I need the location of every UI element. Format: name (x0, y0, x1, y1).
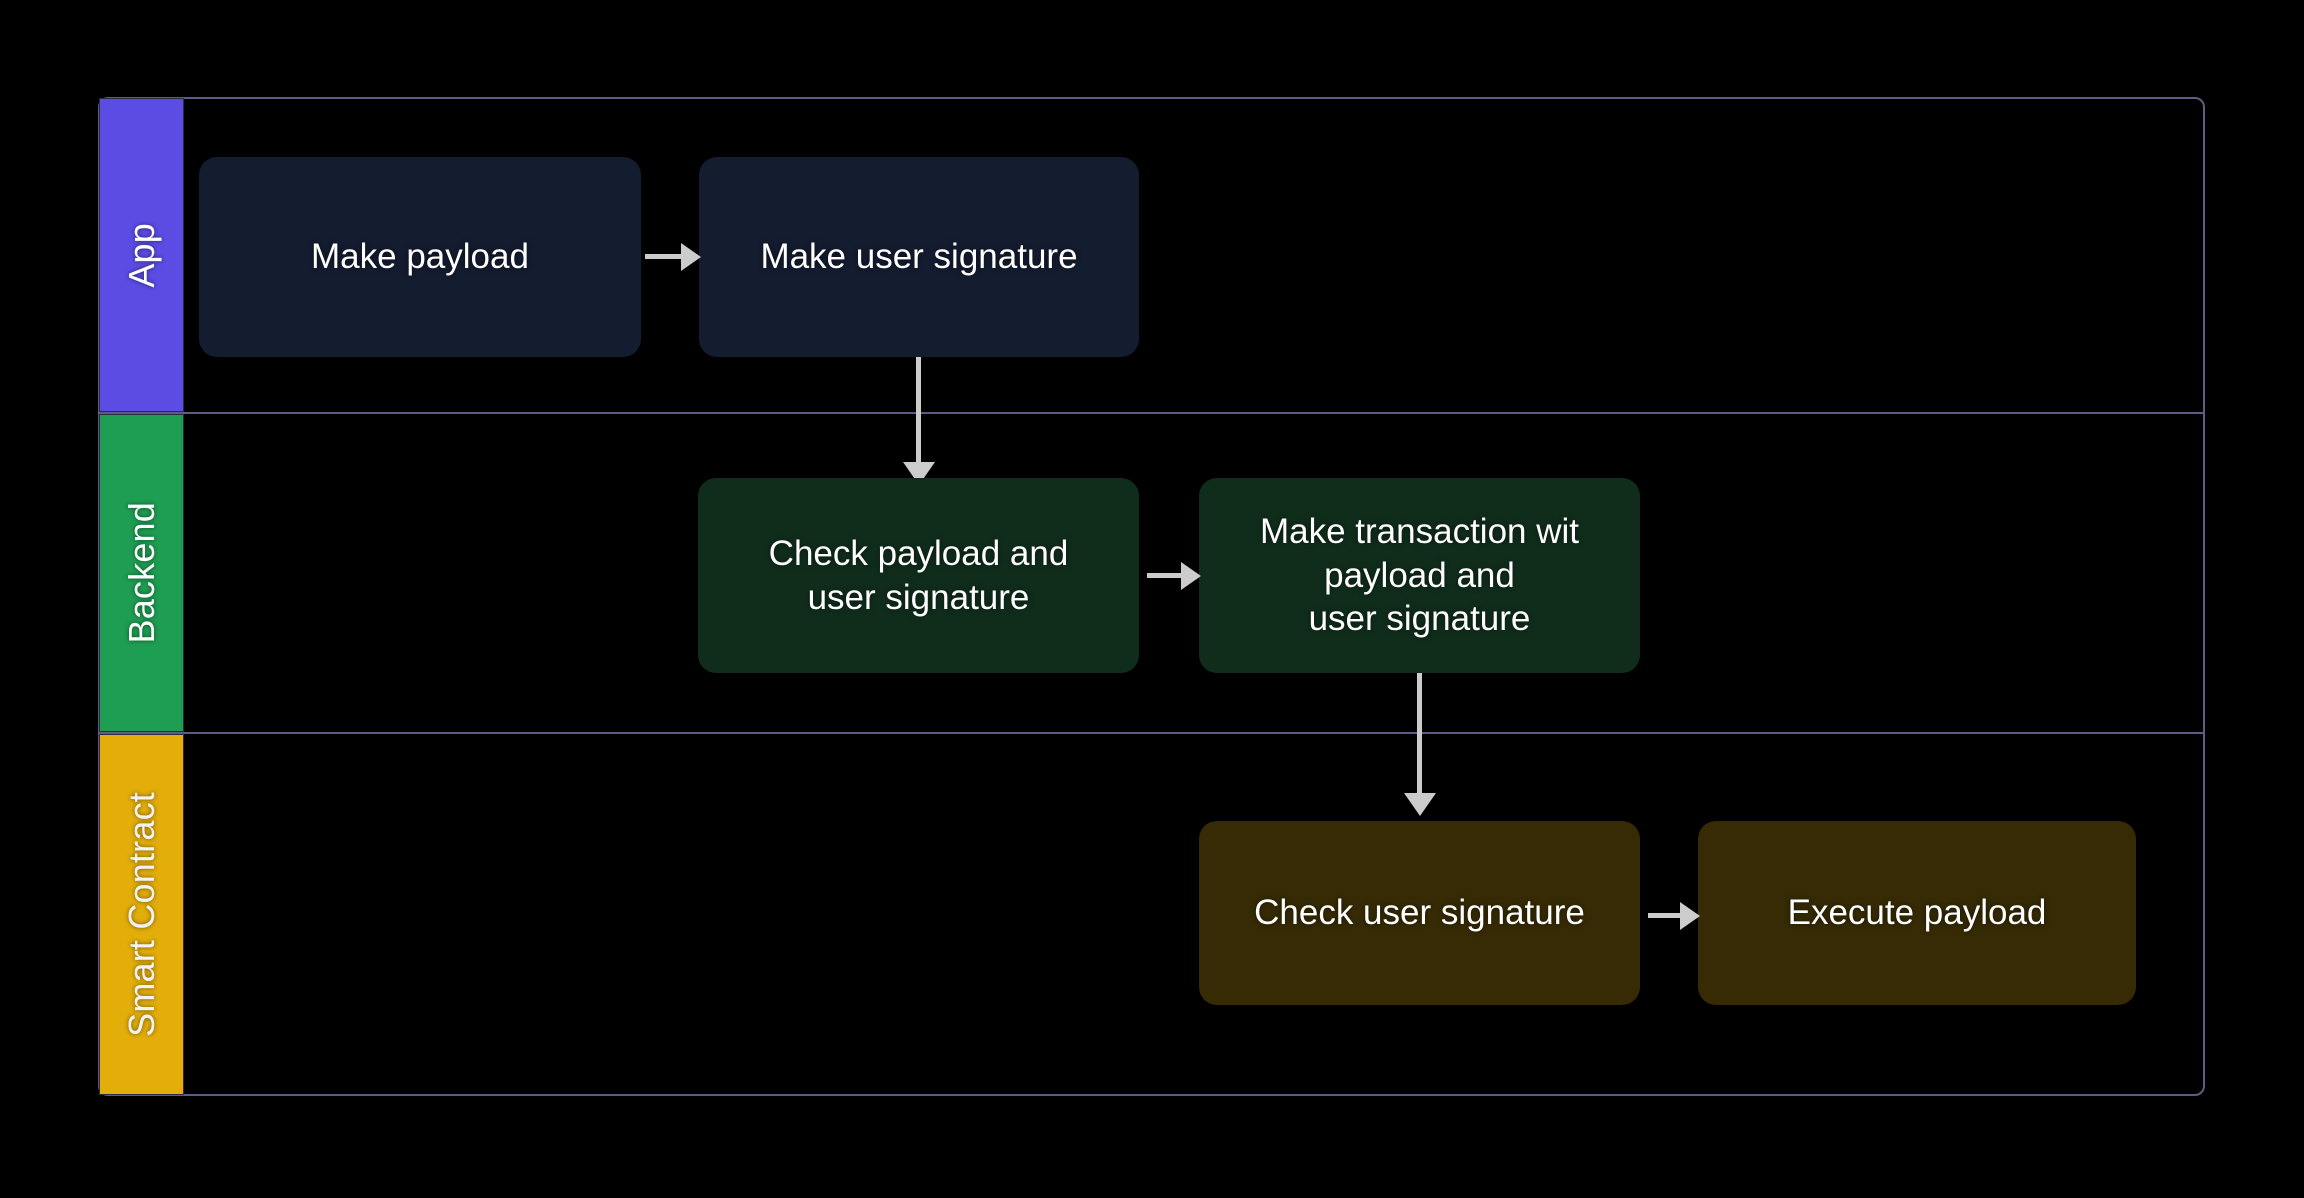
arrowhead-right-icon (1680, 902, 1700, 930)
node-execute-payload[interactable]: Execute payload (1698, 821, 2136, 1005)
lane-divider-backend-contract (98, 732, 2205, 734)
arrowhead-down-icon (1404, 793, 1436, 816)
node-check-payload-and-user-signature-label: Check payload and user signature (768, 534, 1069, 617)
node-make-user-signature[interactable]: Make user signature (699, 157, 1139, 357)
node-execute-payload-label: Execute payload (1787, 893, 2047, 933)
node-check-user-signature[interactable]: Check user signature (1199, 821, 1640, 1005)
lane-header-backend[interactable]: Backend (99, 414, 184, 732)
edge-make-user-signature-to-check-payload (916, 357, 921, 467)
lane-header-app-label: App (120, 222, 162, 288)
edge-check-user-signature-to-execute-payload (1648, 913, 1682, 918)
edge-make-payload-to-make-user-signature (645, 254, 683, 259)
node-make-transaction[interactable]: Make transaction wit payload and user si… (1199, 478, 1640, 673)
arrowhead-right-icon (1181, 562, 1201, 590)
node-make-user-signature-label: Make user signature (760, 237, 1078, 277)
edge-make-transaction-to-check-user-signature (1417, 673, 1422, 796)
arrowhead-right-icon (681, 243, 701, 271)
node-make-payload-label: Make payload (311, 237, 529, 277)
lane-divider-app-backend (98, 412, 2205, 414)
node-check-user-signature-label: Check user signature (1254, 893, 1585, 933)
node-make-transaction-label: Make transaction wit payload and user si… (1259, 512, 1580, 639)
lane-header-smart-contract[interactable]: Smart Contract (99, 734, 184, 1095)
node-make-payload[interactable]: Make payload (199, 157, 641, 357)
node-check-payload-and-user-signature[interactable]: Check payload and user signature (698, 478, 1139, 673)
edge-check-payload-to-make-transaction (1147, 573, 1183, 578)
lane-header-app[interactable]: App (99, 98, 184, 412)
lane-header-backend-label: Backend (120, 502, 162, 644)
lane-header-smart-contract-label: Smart Contract (120, 792, 162, 1037)
